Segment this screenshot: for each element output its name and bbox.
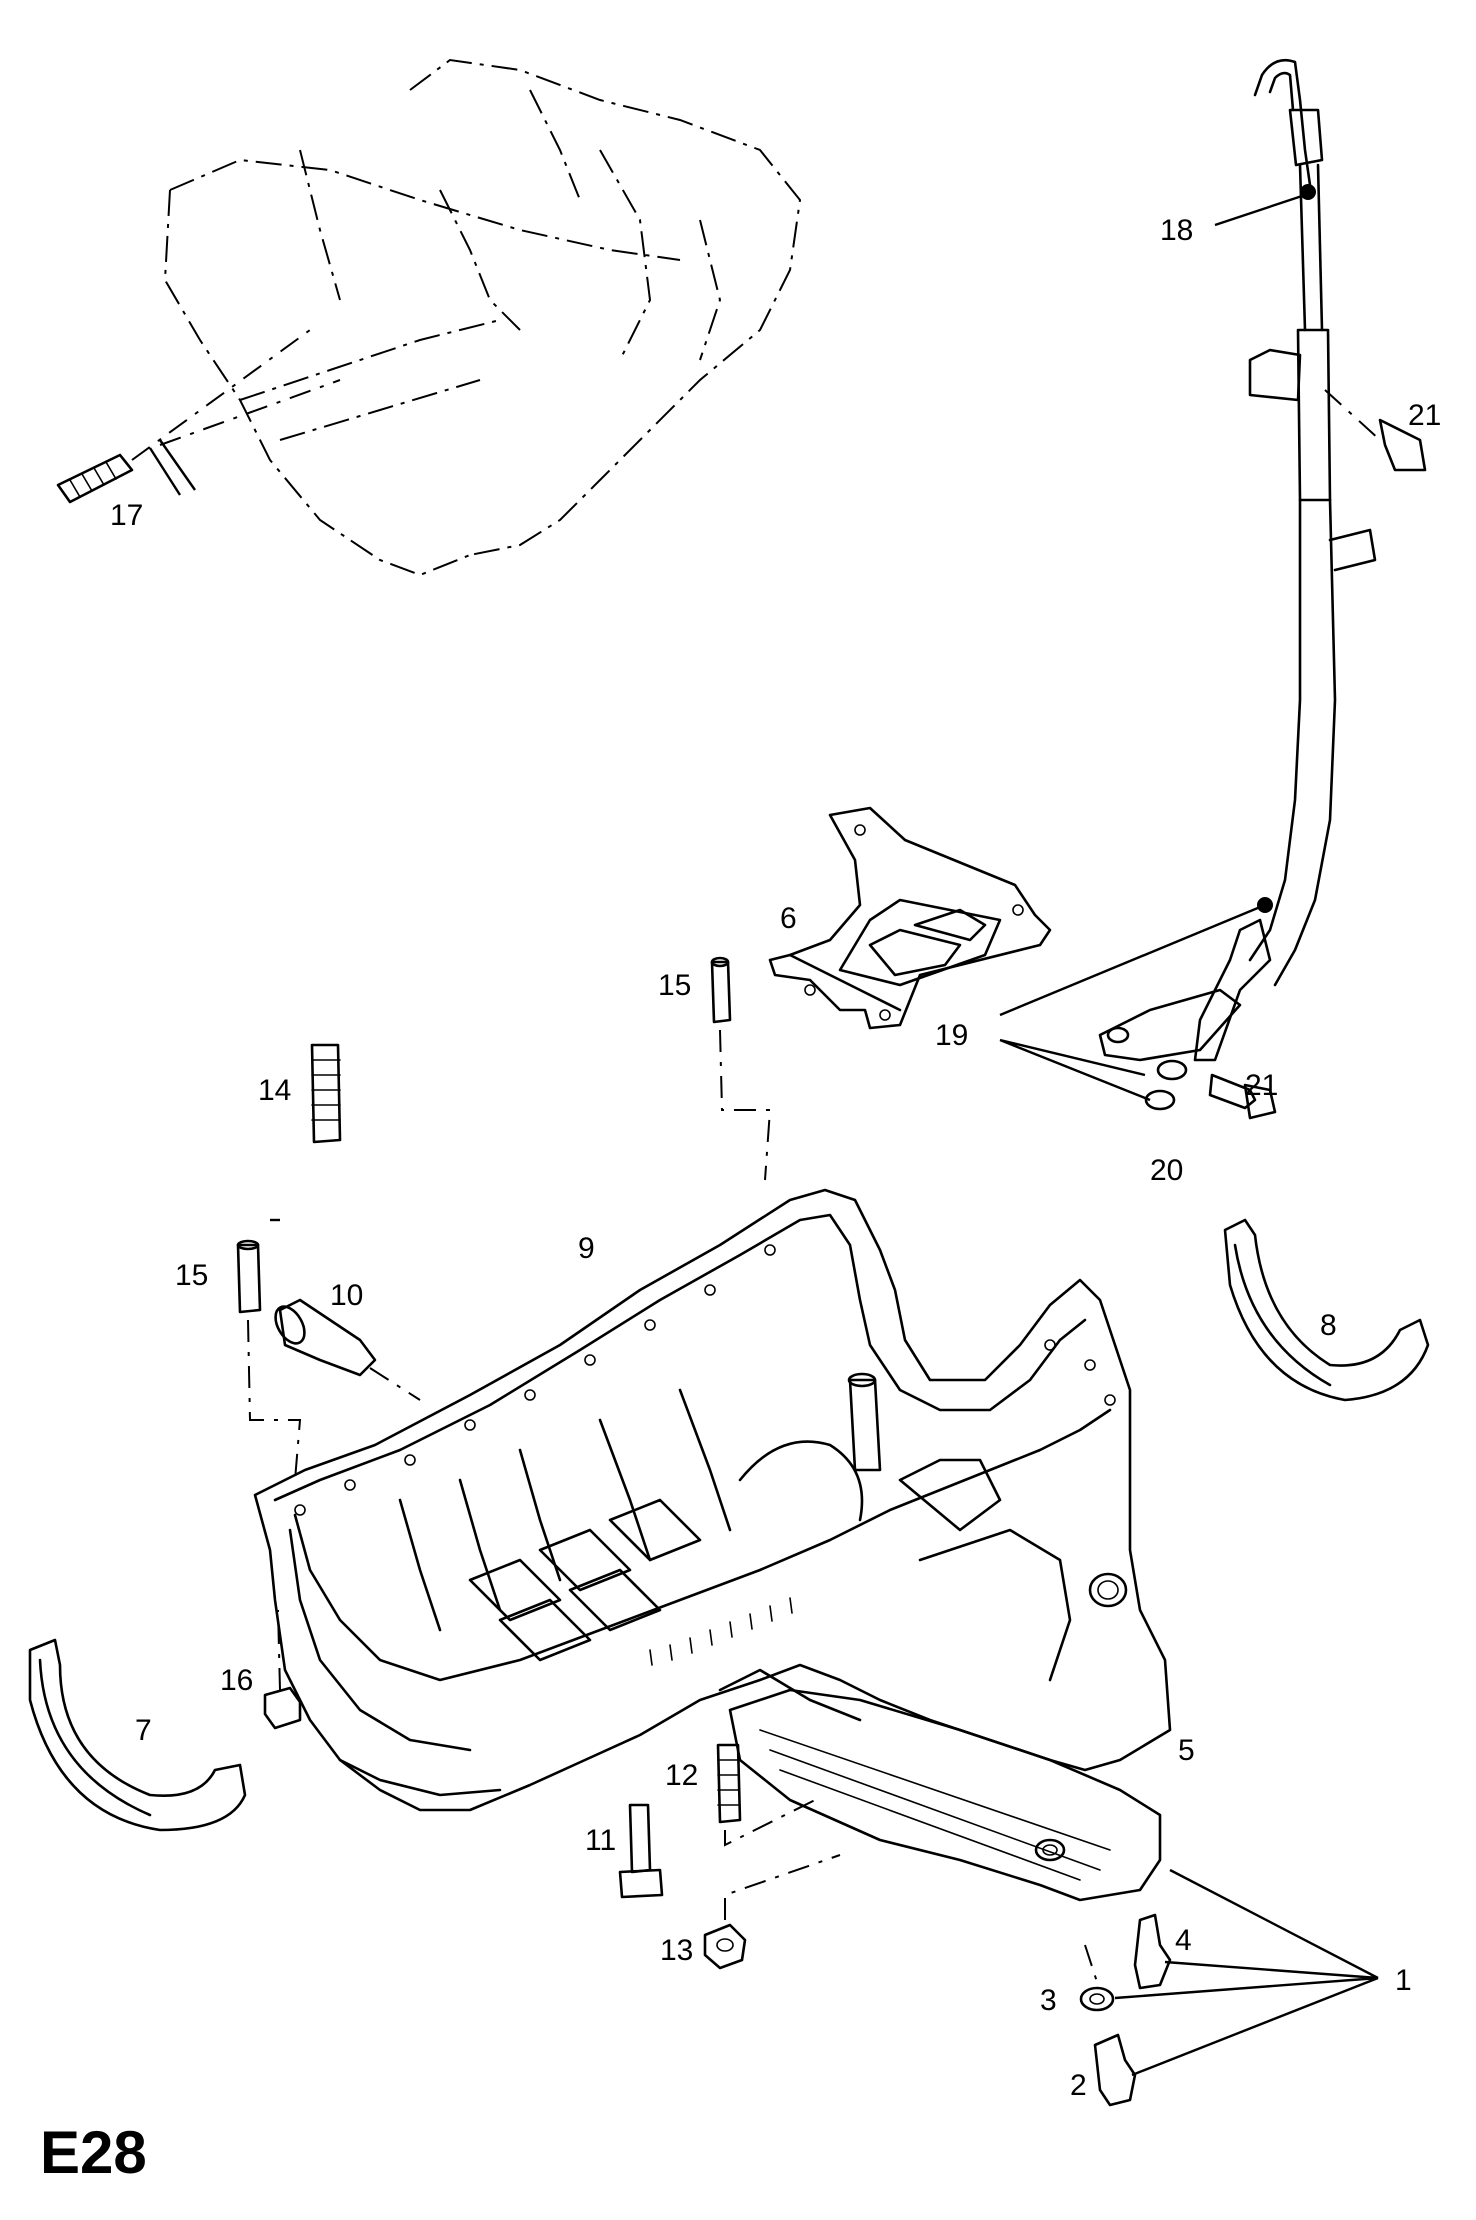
callout-8: 8 <box>1320 1309 1337 1342</box>
callout-12: 12 <box>665 1759 698 1792</box>
callout-16: 16 <box>220 1664 253 1697</box>
stud-12 <box>716 1743 816 1847</box>
callout-6: 6 <box>780 902 797 935</box>
callout-9: 9 <box>578 1232 595 1265</box>
nut-16 <box>263 1609 302 1730</box>
dowel-pin-15-upper <box>710 956 772 1181</box>
stud-14 <box>310 1043 342 1144</box>
oil-pan-9 <box>253 1188 1172 1812</box>
callout-21-upper: 21 <box>1408 399 1441 432</box>
callout-18: 18 <box>1160 214 1193 247</box>
dowel-pin-15-lower <box>236 1239 302 1481</box>
callout-14: 14 <box>258 1074 291 1107</box>
bearing-cap-8 <box>1223 1218 1430 1402</box>
bolt-10 <box>274 1298 421 1401</box>
dipstick-assembly <box>1098 58 1427 1120</box>
callout-7: 7 <box>135 1714 152 1747</box>
engine-block-outline <box>163 58 802 577</box>
callout-10: 10 <box>330 1279 363 1312</box>
leader-lines <box>270 193 1379 2077</box>
page-code: E28 <box>40 2119 147 2186</box>
callout-3: 3 <box>1040 1984 1057 2017</box>
callout-labels: 1 2 3 4 5 6 7 8 9 10 11 12 13 14 15 15 1… <box>110 214 1441 2102</box>
callout-21-lower: 21 <box>1245 1069 1278 1102</box>
nut-13 <box>703 1854 841 1970</box>
callout-11: 11 <box>585 1824 616 1857</box>
baffle-plate-6 <box>768 806 1052 1030</box>
callout-19: 19 <box>935 1019 968 1052</box>
callout-13: 13 <box>660 1934 693 1967</box>
washer-3 <box>1079 1944 1115 2012</box>
callout-15-lower: 15 <box>175 1259 208 1292</box>
plug-4 <box>1133 1913 1172 1990</box>
callout-15-upper: 15 <box>658 969 691 1002</box>
callout-4: 4 <box>1175 1924 1192 1957</box>
stud-17 <box>56 329 341 504</box>
callout-17: 17 <box>110 499 143 532</box>
callout-2: 2 <box>1070 2069 1087 2102</box>
callout-20: 20 <box>1150 1154 1183 1187</box>
bolt-11 <box>618 1803 664 1899</box>
callout-5: 5 <box>1178 1734 1195 1767</box>
drain-plug-2 <box>1093 2033 1137 2107</box>
bearing-cap-7 <box>28 1638 247 1832</box>
gasket-5 <box>728 1688 1162 1902</box>
callout-1: 1 <box>1395 1964 1412 1997</box>
